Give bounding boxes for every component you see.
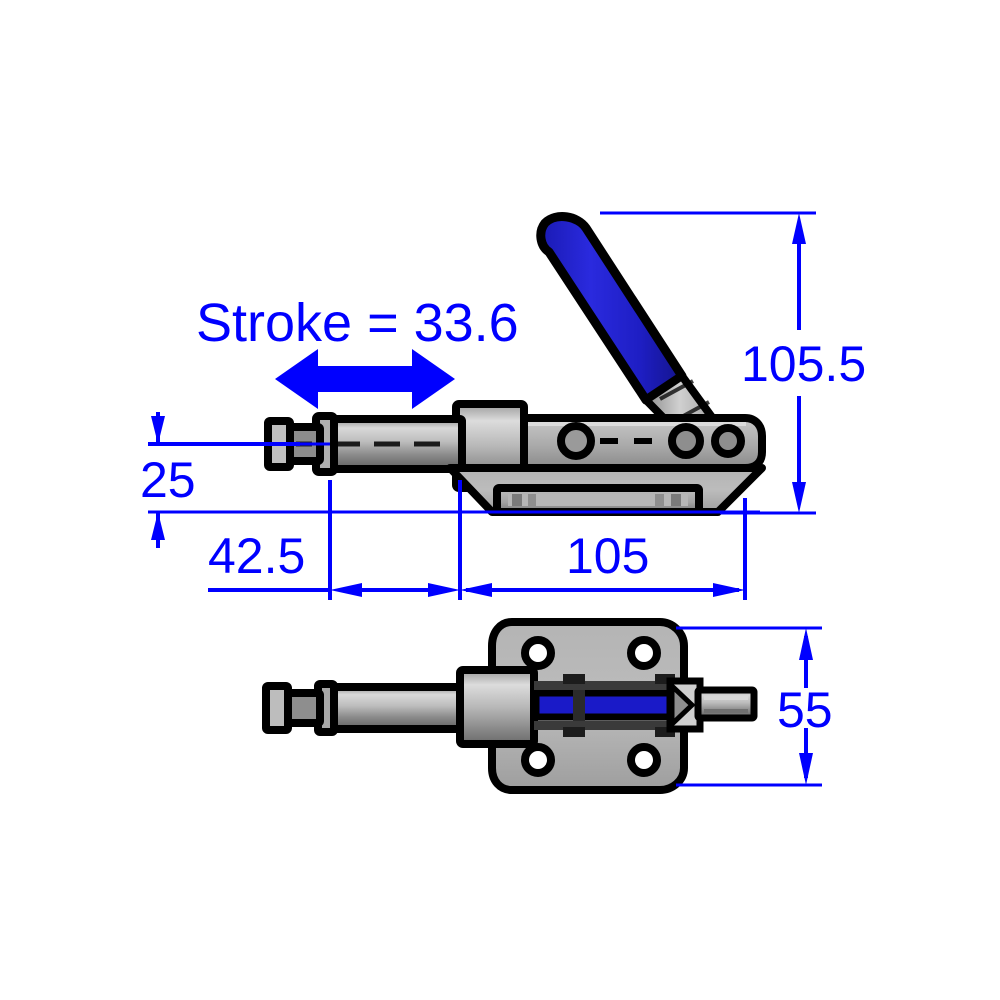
pivot-pin-front (557, 422, 595, 460)
bolt-hole-bottom-left (521, 743, 555, 777)
mounting-rail (493, 484, 703, 516)
dimension-105: 105 (460, 498, 747, 600)
bolt-hole-top-right (627, 636, 661, 670)
stroke-annotation: Stroke = 33.6 (196, 293, 519, 409)
dimension-55-label: 55 (777, 682, 833, 738)
dimension-42-5-label: 42.5 (208, 528, 305, 584)
dimension-105-5: 105.5 (600, 211, 866, 515)
pivot-pin-rear (711, 424, 745, 458)
side-elevation-view (264, 212, 766, 516)
linkage-rails (534, 674, 694, 737)
dimension-105-label: 105 (566, 528, 649, 584)
dimension-42-5: 42.5 (208, 480, 462, 600)
handle-grip (532, 689, 674, 722)
bolt-hole-bottom-right (627, 743, 661, 777)
stroke-double-arrow-icon (275, 349, 455, 409)
plunger-rod (329, 683, 472, 733)
dimension-55: 55 (676, 626, 833, 787)
plunger-rod (326, 415, 466, 473)
handle-grip (536, 212, 687, 405)
top-plan-view (262, 618, 758, 794)
dimension-105-5-label: 105.5 (741, 336, 866, 392)
bolt-hole-top-left (521, 636, 555, 670)
pivot-pin-mid (668, 423, 704, 459)
body-barrel (456, 666, 538, 748)
dimension-layer: Stroke = 33.6 105.5 (140, 211, 866, 787)
plunger-neck (284, 689, 324, 727)
fork-linkage (666, 677, 758, 733)
stroke-label: Stroke = 33.6 (196, 293, 519, 353)
dimension-25-label: 25 (140, 452, 196, 508)
plunger-tip-bolt (262, 682, 292, 734)
